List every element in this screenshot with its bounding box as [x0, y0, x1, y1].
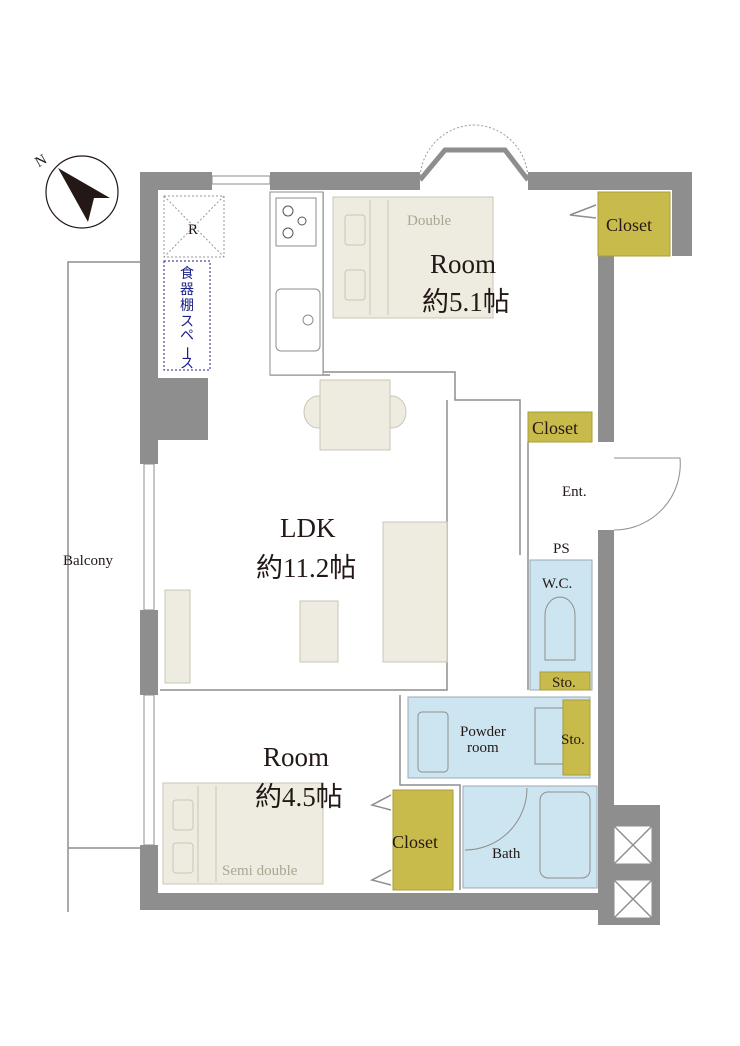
fridge-space: R [163, 195, 225, 258]
walls [140, 124, 692, 925]
room-bottom-size: 約4.5帖 [255, 782, 343, 812]
bathtub-icon [539, 791, 591, 879]
wc-label: W.C. [542, 576, 572, 592]
compass-north-label: N [33, 152, 51, 171]
dining-table [319, 379, 391, 451]
closet-entrance [527, 411, 593, 443]
balcony-label: Balcony [63, 553, 113, 569]
ps-label: PS [553, 541, 570, 557]
coffee-table [299, 600, 339, 663]
cupboard-char: 食 [180, 265, 194, 282]
sink-icon [275, 288, 321, 352]
closet-entrance-label: Closet [532, 418, 578, 438]
bath [462, 785, 598, 889]
double-bed-label: Double [407, 213, 452, 229]
wc [529, 559, 593, 691]
closet-top [597, 191, 671, 257]
storage-wc-label: Sto. [552, 675, 576, 691]
cupboard-char: ー [178, 346, 194, 360]
cupboard-char: ス [180, 356, 194, 372]
storage-powder-label: Sto. [561, 732, 585, 748]
bath-label: Bath [492, 846, 521, 862]
semi-double-bed-label: Semi double [222, 863, 298, 879]
storage-powder [562, 699, 591, 776]
powder-room-label-2: room [467, 740, 499, 756]
cupboard-char: 器 [180, 282, 194, 298]
closet-bottom-label: Closet [392, 832, 438, 852]
ldk-name: LDK [280, 513, 336, 543]
storage-wc [539, 671, 591, 691]
cupboard-char: ペ [180, 328, 194, 344]
closet-bottom [392, 789, 454, 891]
fridge-label: R [188, 222, 198, 238]
closet-top-label: Closet [606, 215, 652, 235]
room-top-size: 約5.1帖 [422, 287, 510, 317]
balcony: Balcony [63, 261, 140, 912]
kitchen-counter [269, 191, 324, 376]
washbasin-icon [417, 711, 449, 773]
stove-icon [275, 197, 317, 247]
sofa [382, 521, 448, 663]
entrance-label: Ent. [562, 484, 587, 500]
room-bottom-name: Room [263, 742, 329, 772]
room-top-name: Room [430, 249, 496, 279]
compass-icon: N [33, 152, 119, 229]
toilet-icon [544, 596, 576, 661]
cupboard-char: 棚 [180, 298, 194, 314]
cupboard-space: 食 器 棚 ス ペ ー ス [163, 260, 211, 372]
ldk-size: 約11.2帖 [256, 553, 356, 583]
tv-stand [164, 589, 191, 684]
cupboard-char: ス [180, 314, 194, 330]
furniture [162, 196, 494, 885]
powder-room-label: Powder [460, 724, 506, 740]
